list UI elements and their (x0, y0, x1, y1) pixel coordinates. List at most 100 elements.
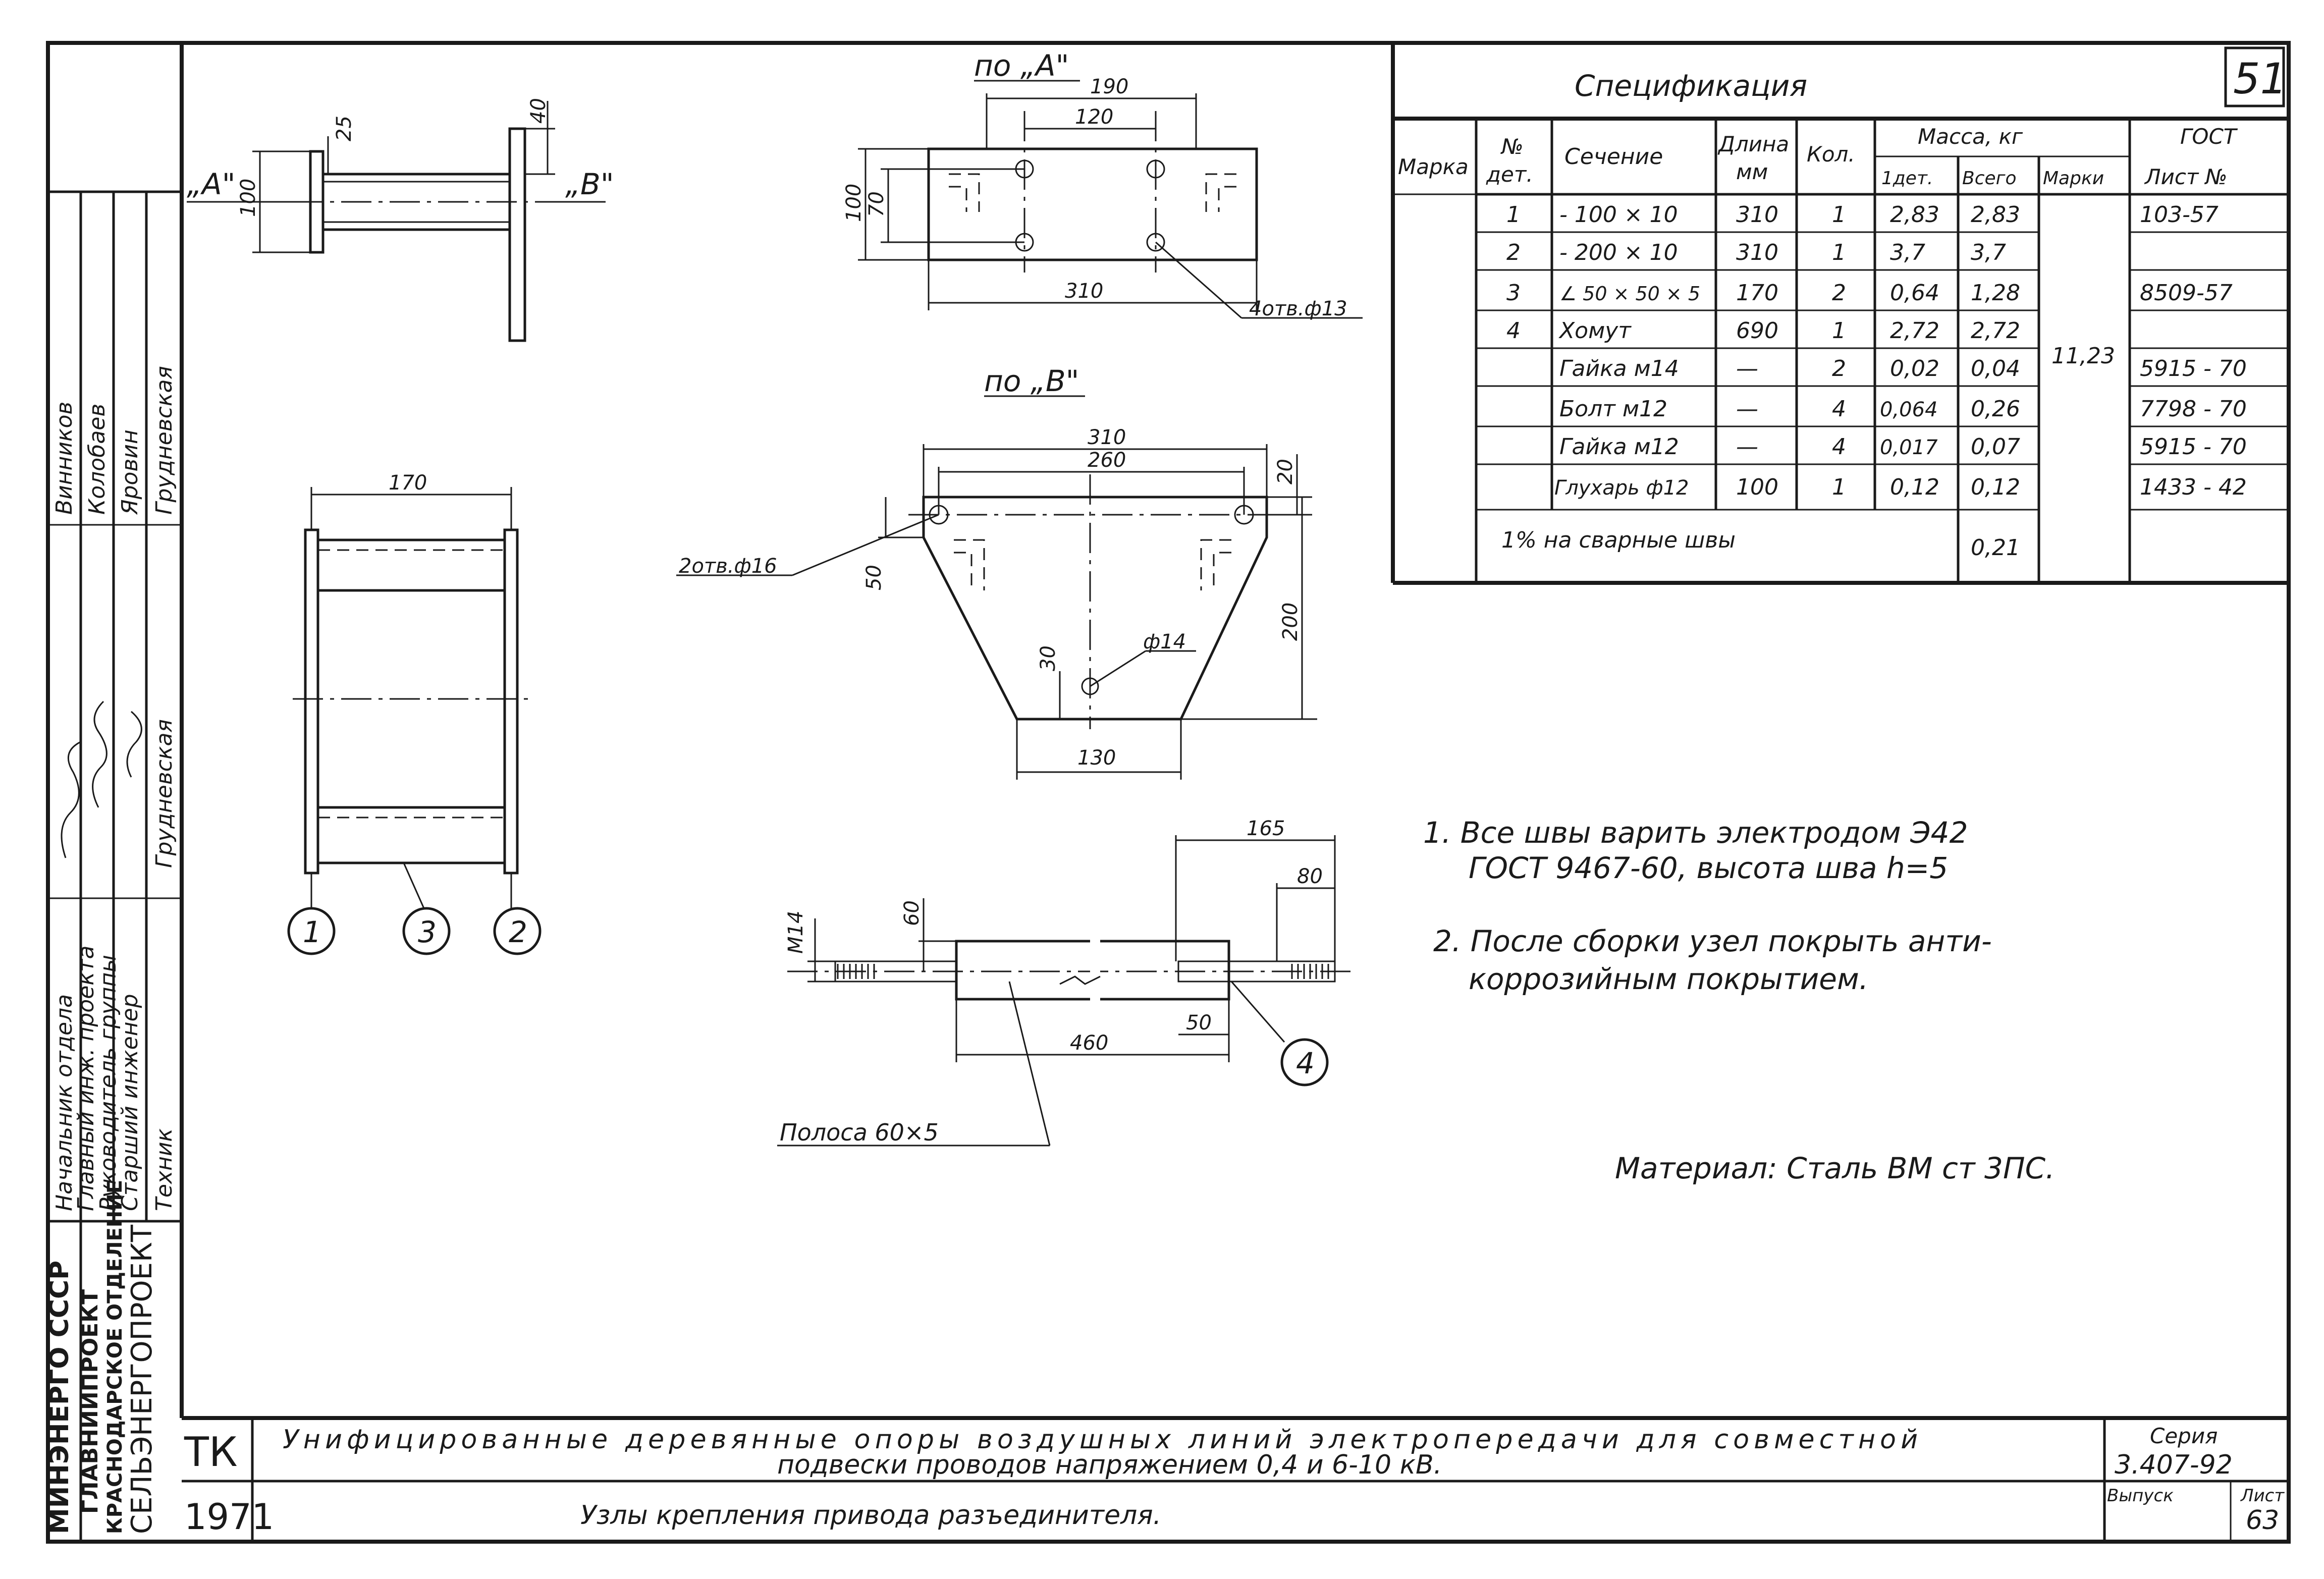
spec-cell-no: 2 (1506, 240, 1521, 265)
sheet-frame (46, 41, 2291, 1544)
spec-cell-section: ∠ 50 × 50 × 5 (1559, 283, 1700, 305)
spec-cell-mass-one: 0,12 (1890, 474, 1939, 500)
note-2-line2: коррозийным покрытием. (1469, 962, 1868, 996)
view-arrow-b-label: „В" (565, 167, 614, 201)
spec-cell-gost: 5915 - 70 (2140, 434, 2247, 460)
spec-cell-mass-all: 0,04 (1971, 356, 2020, 382)
view-b: по „В" 310 260 20 200 50 30 130 (676, 364, 1317, 780)
dim-100-side: 100 (237, 179, 260, 217)
spec-cell-mass-all: 2,72 (1971, 318, 2020, 344)
spec-row: Гайка м12 — 4 0,017 0,07 5915 - 70 (1559, 434, 2247, 460)
dim-20: 20 (1274, 459, 1297, 484)
dim-25: 25 (333, 116, 356, 141)
dim-190: 190 (1090, 75, 1128, 98)
spec-cell-no: 1 (1506, 202, 1521, 228)
spec-cell-section: Гайка м14 (1559, 356, 1679, 382)
spec-cell-length: 690 (1736, 318, 1778, 344)
spec-cell-qty: 1 (1832, 202, 1846, 228)
thread-m14: М14 (784, 911, 807, 954)
dim-260: 260 (1088, 449, 1126, 472)
series-value: 3.407-92 (2115, 1450, 2233, 1480)
dim-120: 120 (1075, 105, 1113, 129)
signature-strokes (61, 700, 142, 858)
role-head-of-dept: Начальник отдела (51, 994, 77, 1211)
spec-cell-section: - 100 × 10 (1559, 202, 1678, 228)
spec-cell-no: 4 (1506, 318, 1521, 344)
spec-header-length-1: Длина (1717, 132, 1789, 156)
note-2-line1: 2. После сборки узел покрыть анти- (1433, 924, 1992, 958)
signature-grudnevskaya: Грудневская (151, 719, 177, 868)
spec-header-gost: ГОСТ (2180, 124, 2238, 149)
role-senior-engineer: Старший инженер (117, 994, 143, 1211)
sheet-year: 1971 (184, 1496, 274, 1538)
name-vinnikov: Винников (51, 402, 77, 515)
sheet-code: ТК (184, 1429, 238, 1476)
spec-cell-gost: 8509-57 (2140, 280, 2233, 306)
spec-cell-mass-all: 3,7 (1971, 240, 2006, 265)
clamp-view: М14 60 165 80 460 50 4 Полоса 60×5 (777, 817, 1353, 1147)
spec-cell-length: 100 (1736, 474, 1778, 500)
spec-cell-section: Болт м12 (1559, 396, 1667, 422)
hole-14-label: ф14 (1143, 630, 1186, 654)
sheet-value: 63 (2246, 1505, 2279, 1536)
spec-cell-mass-one: 0,017 (1880, 436, 1938, 459)
spec-total-mark-mass: 11,23 (2051, 343, 2115, 369)
dim-170: 170 (389, 471, 427, 495)
spec-cell-gost: 5915 - 70 (2140, 356, 2247, 382)
spec-cell-qty: 1 (1832, 240, 1846, 265)
dim-70: 70 (865, 191, 888, 217)
spec-header-partno-1: № (1500, 134, 1524, 159)
spec-cell-section: Хомут (1558, 318, 1632, 344)
role-technician: Техник (151, 1128, 177, 1211)
spec-weld-mass: 0,21 (1971, 535, 2020, 561)
sheet-number: 51 (2233, 54, 2287, 103)
dim-130: 130 (1077, 746, 1116, 770)
spec-cell-qty: 2 (1832, 356, 1846, 382)
spec-cell-mass-one: 0,064 (1880, 398, 1938, 421)
view-a: по „А" 190 120 100 70 310 4отв.ф13 (842, 48, 1363, 320)
spec-row: Болт м12 — 4 0,064 0,26 7798 - 70 (1559, 396, 2247, 422)
view-b-title: по „В" (984, 364, 1079, 398)
spec-row: Гайка м14 — 2 0,02 0,04 5915 - 70 (1559, 356, 2247, 382)
org-ministry: МИНЭНЕРГО СССР (44, 1261, 75, 1534)
role-group-leader: Руководитель группы (95, 955, 121, 1211)
spec-cell-section: Глухарь ф12 (1554, 476, 1689, 500)
drawing-title-line1: Унифицированные деревянные опоры воздушн… (283, 1425, 1918, 1455)
spec-row: 3 ∠ 50 × 50 × 5 170 2 0,64 1,28 8509-57 (1506, 280, 2233, 306)
org-selenergoproekt: СЕЛЬЭНЕРГОПРОЕКТ (126, 1224, 158, 1534)
callout-2: 2 (509, 915, 527, 949)
sheet-number-box: 51 (2224, 46, 2287, 107)
spec-header-gost-sheet: Лист № (2144, 165, 2227, 189)
spec-cell-mass-all: 0,26 (1971, 396, 2020, 422)
spec-cell-mass-all: 0,12 (1971, 474, 2020, 500)
spec-row: 4 Хомут 690 1 2,72 2,72 (1506, 318, 2020, 344)
spec-cell-no: 3 (1506, 280, 1521, 306)
spec-cell-mass-all: 1,28 (1971, 280, 2020, 306)
note-1-line1: 1. Все швы варить электродом Э42 (1423, 815, 1968, 850)
holes-a-label: 4отв.ф13 (1249, 297, 1347, 320)
dim-200: 200 (1279, 603, 1302, 641)
name-grudnevskaya: Грудневская (151, 366, 177, 515)
spec-header-qty: Кол. (1807, 142, 1855, 167)
role-chief-engineer: Главный инж. проекта (73, 946, 99, 1211)
spec-table: Спецификация Марка № дет (1391, 43, 2289, 585)
spec-header-mass-mark: Марки (2043, 168, 2104, 189)
spec-header-length-2: мм (1736, 159, 1768, 184)
org-glavniiproekt: ГЛАВНИИПРОЕКТ (77, 1289, 103, 1514)
dim-50-clamp: 50 (1186, 1011, 1212, 1034)
dim-165: 165 (1247, 817, 1285, 840)
spec-header-mark: Марка (1398, 154, 1469, 179)
spec-cell-gost: 7798 - 70 (2140, 396, 2247, 422)
drawing-title-line2: подвески проводов напряжением 0,4 и 6-10… (777, 1450, 1442, 1480)
holes-b-label: 2отв.ф16 (679, 555, 777, 578)
dim-60: 60 (900, 900, 924, 926)
notes: 1. Все швы варить электродом Э42 ГОСТ 94… (1423, 815, 2055, 1185)
dim-100-a: 100 (842, 184, 866, 222)
issue-label: Выпуск (2107, 1486, 2174, 1506)
spec-cell-mass-one: 3,7 (1890, 240, 1925, 265)
spec-cell-mass-one: 2,72 (1890, 318, 1939, 344)
spec-cell-mass-one: 0,64 (1890, 280, 1939, 306)
dim-80: 80 (1297, 865, 1323, 888)
series-label: Серия (2150, 1424, 2218, 1448)
